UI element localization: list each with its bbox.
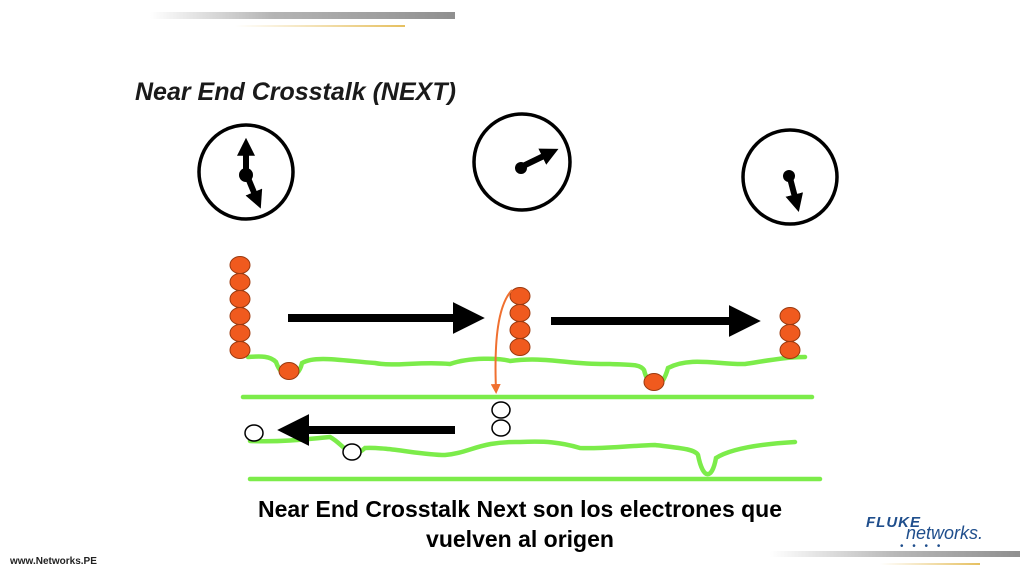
- logo-fluke-text: FLUKE: [866, 514, 921, 531]
- slide-title: Near End Crosstalk (NEXT): [135, 78, 456, 106]
- electrons-end: [779, 307, 801, 359]
- gauge-middle: [472, 112, 572, 212]
- logo-dots: • • • •: [900, 541, 944, 552]
- crosstalk-arrow: [490, 289, 513, 394]
- fluke-networks-logo: FLUKE networks. • • • •: [866, 514, 996, 554]
- caption-line-1: Near End Crosstalk Next son los electron…: [257, 496, 783, 522]
- header-accent-line: [235, 25, 405, 27]
- wire-pair: [240, 354, 823, 482]
- electrons-wire: [278, 362, 665, 391]
- gauge-left: [197, 123, 295, 221]
- footer-accent-line: [880, 563, 980, 565]
- induced-electrons: [244, 401, 511, 461]
- header-gray-bar: [150, 12, 455, 19]
- electrons-origin: [229, 256, 251, 359]
- logo-networks-text: networks.: [906, 523, 984, 543]
- footer-gray-bar: [770, 551, 1020, 557]
- gauge-right: [741, 128, 839, 226]
- footer-website: www.Networks.PE: [10, 556, 97, 567]
- electrons-middle: [509, 287, 531, 356]
- caption-line-2: vuelven al origen: [426, 526, 614, 552]
- slide-caption: Near End Crosstalk Next son los electron…: [200, 494, 840, 554]
